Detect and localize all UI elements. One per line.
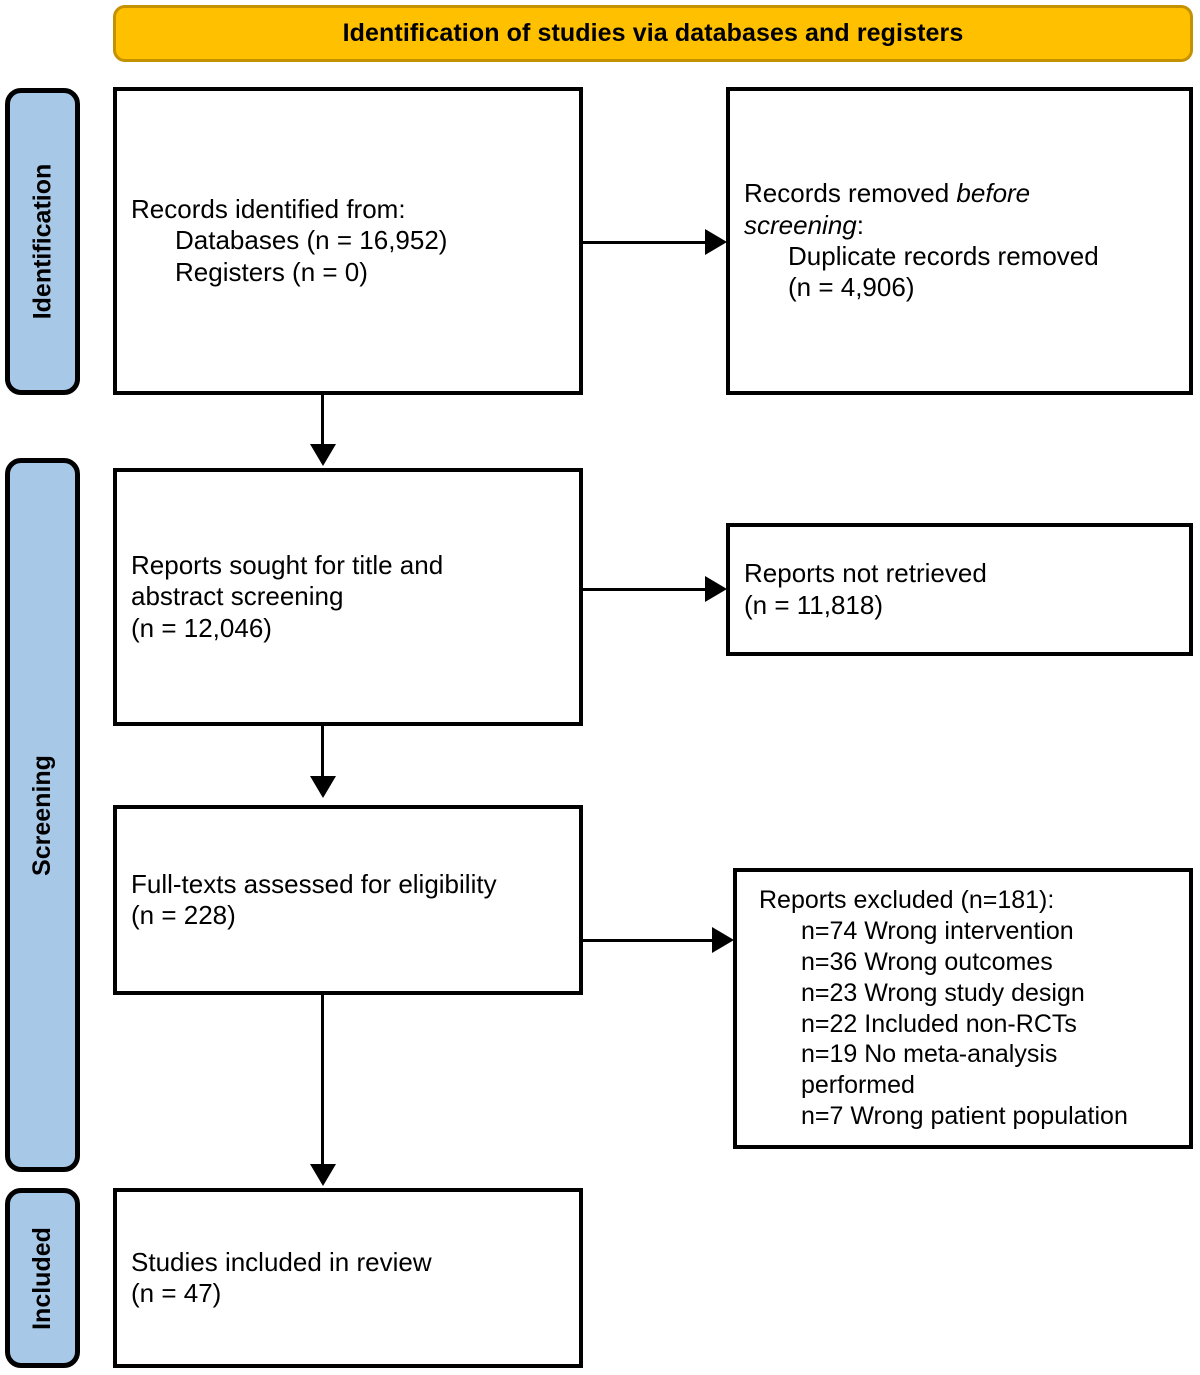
reports-excluded-reason-1: n=74 Wrong intervention xyxy=(801,916,1074,945)
records-identified-line-1: Records identified from: xyxy=(131,193,406,224)
records-removed-italic-before: before xyxy=(956,178,1031,209)
box-reports-excluded: Reports excluded (n=181): n=74 Wrong int… xyxy=(733,868,1193,1149)
reports-excluded-reason-5: n=19 No meta-analysis xyxy=(801,1040,1058,1069)
banner-title: Identification of studies via databases … xyxy=(342,19,964,47)
box-records-identified: Records identified from: Databases (n = … xyxy=(113,87,583,395)
arrowhead-sought-to-not-retrieved xyxy=(705,576,727,602)
box-reports-sought: Reports sought for title and abstract sc… xyxy=(113,468,583,726)
reports-excluded-reason-6: n=7 Wrong patient population xyxy=(801,1102,1128,1131)
reports-excluded-reason-3: n=23 Wrong study design xyxy=(801,978,1085,1007)
records-removed-heading: Records removed before xyxy=(744,178,1175,209)
studies-included-line-1: Studies included in review xyxy=(131,1246,432,1277)
reports-sought-line-2: abstract screening xyxy=(131,581,344,612)
connector-identified-to-removed xyxy=(583,241,707,244)
reports-sought-line-1: Reports sought for title and xyxy=(131,549,444,580)
fulltexts-line-2: (n = 228) xyxy=(131,900,236,930)
box-reports-not-retrieved: Reports not retrieved (n = 11,818) xyxy=(726,523,1193,656)
connector-sought-to-not-retrieved xyxy=(583,588,707,591)
records-removed-colon: : xyxy=(856,209,864,240)
box-records-removed: Records removed before screening: Duplic… xyxy=(726,87,1193,395)
reports-not-retrieved-line-1: Reports not retrieved xyxy=(744,558,987,589)
records-removed-line-1: Duplicate records removed xyxy=(788,241,1099,271)
connector-fulltext-to-excluded xyxy=(583,939,714,942)
records-removed-lead: Records removed xyxy=(744,178,957,209)
stage-label-screening: Screening xyxy=(28,754,56,876)
arrowhead-fulltext-to-included xyxy=(310,1164,336,1186)
box-studies-included: Studies included in review (n = 47) xyxy=(113,1188,583,1368)
studies-included-line-2: (n = 47) xyxy=(131,1278,222,1308)
stage-label-identification: Identification xyxy=(28,163,56,320)
records-removed-line-2: (n = 4,906) xyxy=(788,272,915,303)
stage-bar-identification: Identification xyxy=(5,88,80,395)
connector-sought-to-fulltext xyxy=(321,726,324,779)
stage-label-included: Included xyxy=(28,1226,57,1330)
connector-identified-to-sought xyxy=(321,395,324,447)
records-identified-line-2: Databases (n = 16,952) xyxy=(175,225,448,256)
arrowhead-fulltext-to-excluded xyxy=(712,927,734,953)
arrowhead-identified-to-sought xyxy=(310,444,336,466)
reports-excluded-reason-2: n=36 Wrong outcomes xyxy=(801,947,1053,976)
reports-sought-line-3: (n = 12,046) xyxy=(131,612,272,643)
fulltexts-line-1: Full-texts assessed for eligibility xyxy=(131,868,497,899)
records-identified-line-3: Registers (n = 0) xyxy=(175,256,368,287)
reports-not-retrieved-line-2: (n = 11,818) xyxy=(744,589,884,620)
arrowhead-identified-to-removed xyxy=(705,229,727,255)
arrowhead-sought-to-fulltext xyxy=(310,776,336,798)
diagram-banner: Identification of studies via databases … xyxy=(113,5,1193,62)
stage-bar-included: Included xyxy=(5,1188,80,1368)
stage-bar-screening: Screening xyxy=(5,458,80,1172)
reports-excluded-reason-4: n=22 Included non-RCTs xyxy=(801,1009,1077,1038)
box-fulltexts-assessed: Full-texts assessed for eligibility (n =… xyxy=(113,805,583,995)
records-removed-italic-screening: screening xyxy=(744,209,857,240)
connector-fulltext-to-included xyxy=(321,995,324,1167)
reports-excluded-heading: Reports excluded (n=181): xyxy=(759,886,1055,914)
reports-excluded-reason-5-cont: performed xyxy=(801,1071,915,1100)
records-removed-heading-2: screening: xyxy=(744,210,1175,241)
